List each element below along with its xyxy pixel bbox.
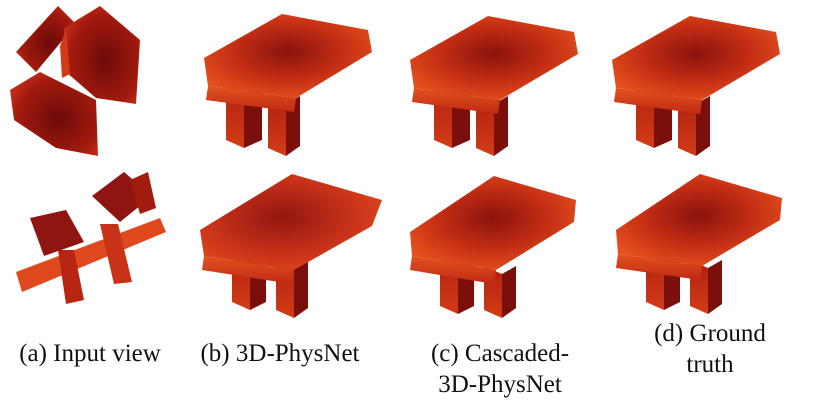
caption-input-view: (a) Input view (0, 338, 180, 369)
input-view-shape-row2 (16, 172, 166, 304)
caption-ground-truth: (d) Ground truth (620, 318, 800, 380)
caption-ground-truth-line1: (d) Ground (654, 320, 766, 347)
physnet-shape-row2 (200, 174, 382, 318)
caption-cascaded-line1: (c) Cascaded- (430, 340, 570, 367)
ground-truth-shape-row2 (616, 174, 782, 314)
caption-cascaded-line2: 3D-PhysNet (438, 371, 562, 398)
cascaded-shape-row1 (410, 16, 578, 156)
input-view-shape-row1 (10, 6, 140, 156)
caption-ground-truth-line2: truth (686, 351, 734, 378)
caption-input-view-text: (a) Input view (19, 340, 161, 367)
physnet-shape-row1 (204, 14, 372, 156)
caption-3d-physnet: (b) 3D-PhysNet (185, 338, 375, 369)
caption-3d-physnet-text: (b) 3D-PhysNet (200, 340, 360, 367)
ground-truth-shape-row1 (612, 16, 780, 156)
caption-cascaded-3d-physnet: (c) Cascaded- 3D-PhysNet (400, 338, 600, 400)
cascaded-shape-row2 (410, 176, 576, 318)
